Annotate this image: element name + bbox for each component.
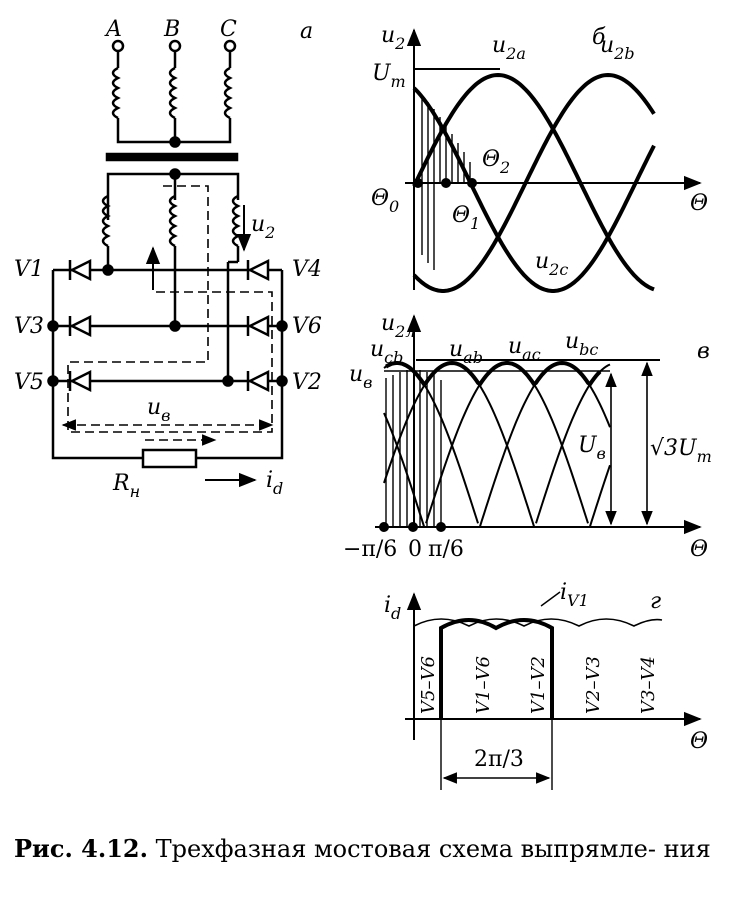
panel-g-y-axis: id bbox=[384, 593, 401, 623]
theta0-label: Θ0 bbox=[371, 186, 399, 216]
secondary-winding-a bbox=[101, 194, 111, 248]
interval-v1-v2: V1–V2 bbox=[528, 656, 549, 714]
theta1-label: Θ1 bbox=[452, 203, 480, 233]
iv1-pulse bbox=[439, 618, 554, 719]
panel-v-curves bbox=[383, 360, 611, 527]
diode-v4 bbox=[246, 258, 270, 282]
bridge-voltage-uv: uв bbox=[349, 362, 372, 392]
figure-caption: Рис. 4.12. Трехфазная мостовая схема вып… bbox=[14, 832, 739, 866]
panel-b-letter: б bbox=[592, 25, 606, 50]
diode-v6 bbox=[246, 314, 270, 338]
curve-u2b-label: u2b bbox=[600, 33, 635, 63]
secondary-voltage-label: u2 bbox=[251, 212, 275, 242]
diode-current-label: iV1 bbox=[560, 580, 589, 610]
panel-b-graph bbox=[405, 28, 702, 290]
curve-uac-label: uac bbox=[508, 334, 541, 364]
diode-label-v5: V5 bbox=[14, 370, 44, 395]
primary-winding-c bbox=[223, 66, 233, 120]
hatch-v bbox=[385, 370, 442, 527]
curve-line-voltage-6 bbox=[383, 412, 611, 527]
circuit-schematic bbox=[47, 39, 288, 488]
interval-v2-v3: V2–V3 bbox=[583, 656, 604, 714]
diode-label-v4: V4 bbox=[292, 257, 322, 282]
phase-b-label: B bbox=[163, 17, 180, 42]
hatch-b-lower bbox=[421, 183, 435, 270]
panel-b-points bbox=[413, 178, 477, 188]
curve-ucb-label: ucb bbox=[370, 337, 403, 367]
curve-u2a-label: u2a bbox=[492, 33, 526, 63]
curve-u2a bbox=[412, 72, 655, 292]
caption-number: Рис. 4.12. bbox=[14, 834, 148, 863]
tick-minus-pi-6: −π/6 bbox=[343, 537, 397, 562]
load-current-label: id bbox=[266, 468, 283, 498]
diode-label-v2: V2 bbox=[292, 370, 322, 395]
panel-v-y-axis: u2л bbox=[381, 311, 416, 341]
period-label: 2π/3 bbox=[474, 747, 524, 772]
panel-v-letter: в bbox=[697, 339, 710, 364]
theta2-label: Θ2 bbox=[482, 147, 510, 177]
amplitude-um: Um bbox=[372, 61, 406, 91]
curve-u2c-label: u2c bbox=[535, 249, 568, 279]
load-resistor bbox=[141, 448, 198, 469]
id-ripple bbox=[413, 618, 663, 627]
panel-v-x-axis: Θ bbox=[690, 537, 708, 562]
secondary-winding-b bbox=[168, 194, 178, 248]
diode-label-v3: V3 bbox=[14, 314, 44, 339]
panel-g-x-axis: Θ bbox=[690, 729, 708, 754]
panel-g-graph bbox=[405, 591, 702, 790]
curve-uab-label: uab bbox=[449, 337, 483, 367]
diode-v5 bbox=[68, 369, 92, 393]
curve-u2b bbox=[412, 72, 656, 293]
primary-winding-b bbox=[168, 66, 178, 120]
panel-v-ticks bbox=[379, 522, 446, 532]
tick-pi-6: π/6 bbox=[428, 537, 464, 562]
avg-voltage-label: Uв bbox=[578, 433, 606, 463]
transformer-core bbox=[105, 152, 239, 162]
diode-label-v1: V1 bbox=[14, 257, 44, 282]
interval-v5-v6: V5–V6 bbox=[418, 656, 439, 714]
curve-ubc-label: ubc bbox=[565, 329, 598, 359]
rectified-envelope bbox=[384, 360, 602, 388]
diode-v2 bbox=[246, 369, 270, 393]
load-label: Rн bbox=[112, 471, 140, 501]
caption-text: Трехфазная мостовая схема выпрямле- ния bbox=[155, 835, 711, 863]
secondary-winding-c bbox=[231, 194, 241, 248]
panel-a-letter: а bbox=[300, 19, 313, 44]
bridge-voltage-label: uв bbox=[147, 395, 170, 425]
curve-u2c bbox=[412, 86, 656, 293]
phase-a-label: A bbox=[104, 17, 122, 42]
phase-c-label: C bbox=[220, 17, 237, 42]
interval-v3-v4: V3–V4 bbox=[638, 656, 659, 714]
diode-v1 bbox=[68, 258, 92, 282]
primary-winding-a bbox=[111, 66, 121, 120]
panel-b-y-axis: u2 bbox=[381, 23, 405, 53]
tick-zero: 0 bbox=[408, 537, 422, 562]
peak-value-label: √3Um bbox=[650, 436, 712, 466]
panel-g-letter: г bbox=[650, 589, 661, 614]
current-path-dashed bbox=[67, 185, 273, 433]
diode-v3 bbox=[68, 314, 92, 338]
panel-b-x-axis: Θ bbox=[690, 191, 708, 216]
panel-b-curves bbox=[412, 72, 656, 293]
diode-label-v6: V6 bbox=[292, 314, 322, 339]
interval-v1-v6: V1–V6 bbox=[473, 656, 494, 714]
